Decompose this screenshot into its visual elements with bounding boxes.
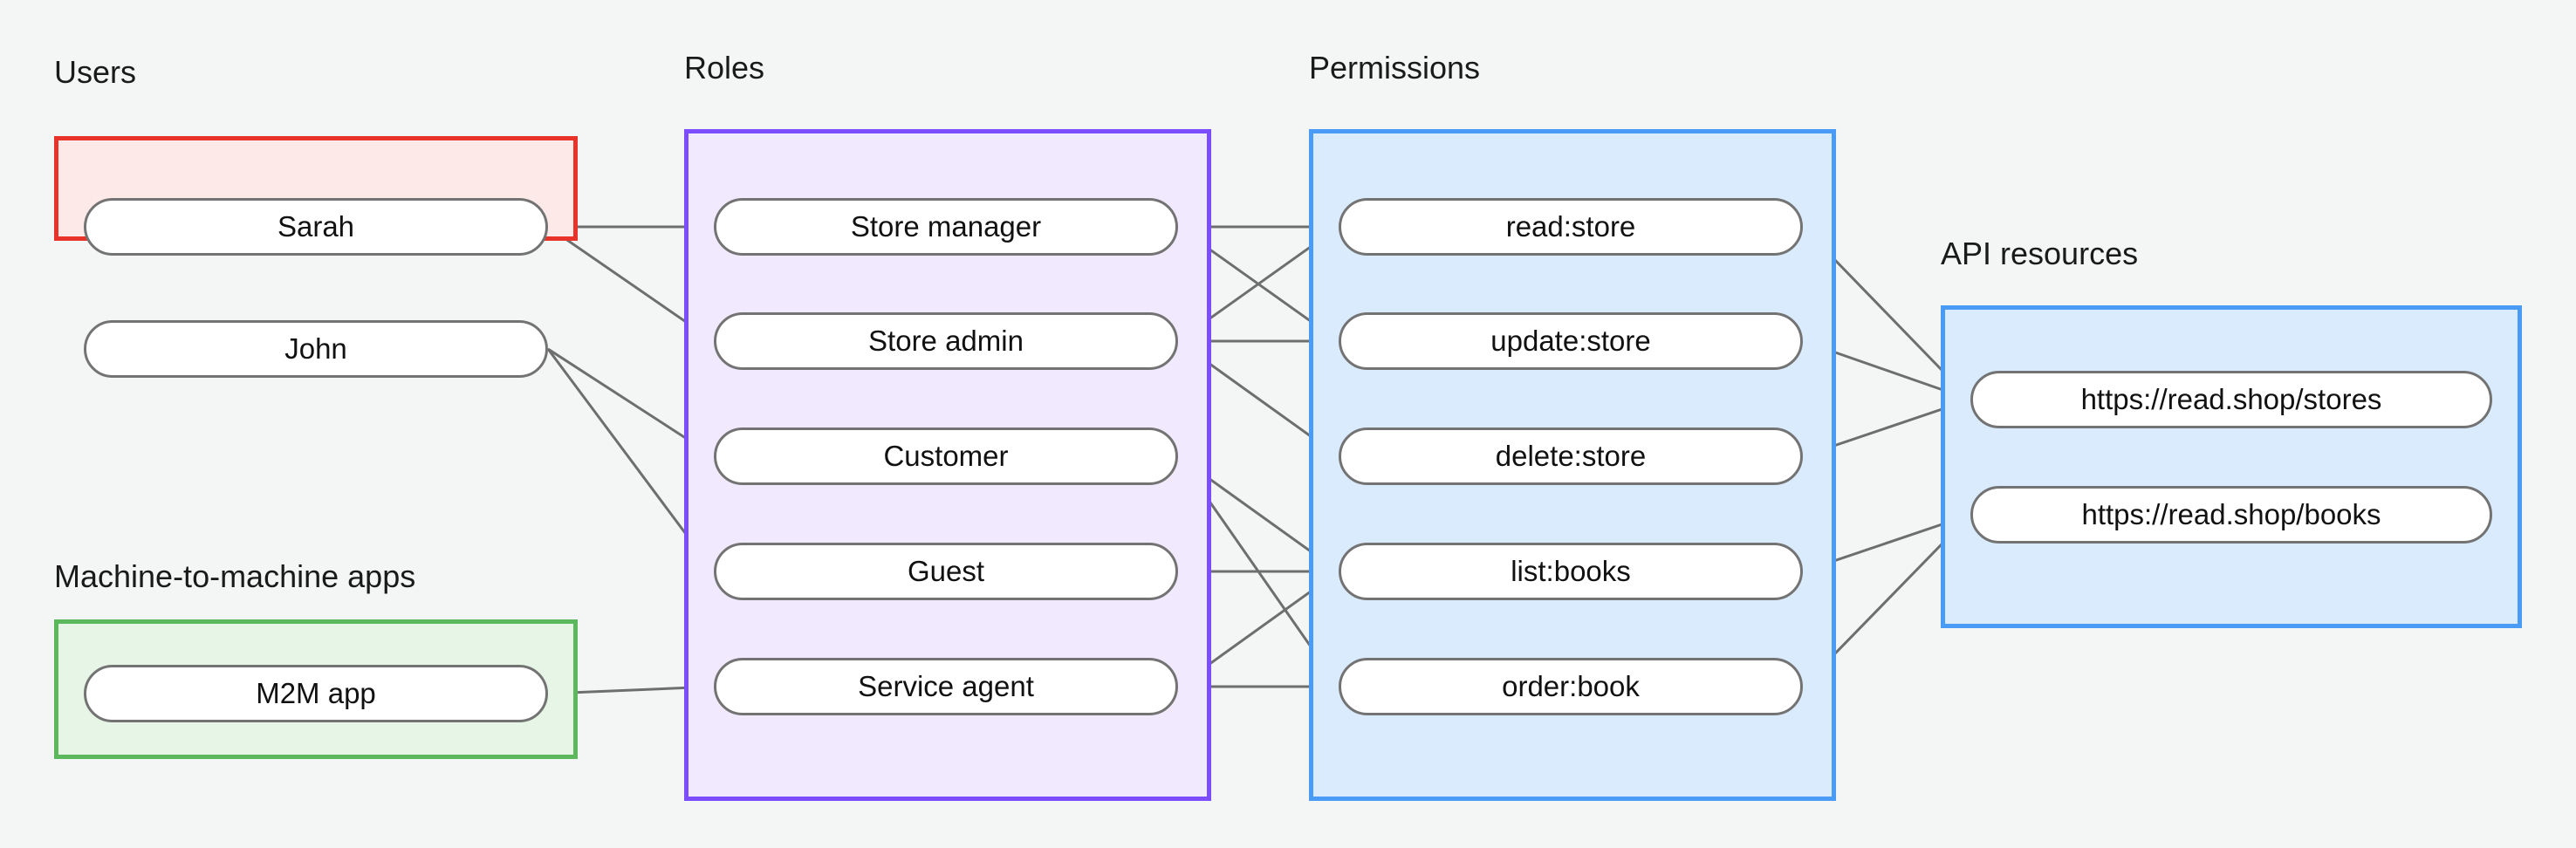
node-sarah[interactable]: Sarah xyxy=(84,198,548,256)
node-res-books[interactable]: https://read.shop/books xyxy=(1970,486,2492,544)
group-label-users: Users xyxy=(54,54,137,90)
node-customer[interactable]: Customer xyxy=(714,427,1178,485)
node-guest[interactable]: Guest xyxy=(714,543,1178,600)
node-service-agent[interactable]: Service agent xyxy=(714,658,1178,715)
group-label-m2m: Machine-to-machine apps xyxy=(54,558,416,594)
node-update-store[interactable]: update:store xyxy=(1339,312,1803,370)
node-store-manager[interactable]: Store manager xyxy=(714,198,1178,256)
node-order-book[interactable]: order:book xyxy=(1339,658,1803,715)
node-read-store[interactable]: read:store xyxy=(1339,198,1803,256)
node-res-stores[interactable]: https://read.shop/stores xyxy=(1970,371,2492,428)
group-box-api-resources xyxy=(1941,305,2522,628)
node-john[interactable]: John xyxy=(84,320,548,378)
group-label-roles: Roles xyxy=(684,50,765,85)
node-m2m-app[interactable]: M2M app xyxy=(84,665,548,722)
node-store-admin[interactable]: Store admin xyxy=(714,312,1178,370)
node-delete-store[interactable]: delete:store xyxy=(1339,427,1803,485)
group-label-api-resources: API resources xyxy=(1941,236,2139,271)
node-list-books[interactable]: list:books xyxy=(1339,543,1803,600)
group-label-permissions: Permissions xyxy=(1309,50,1481,85)
